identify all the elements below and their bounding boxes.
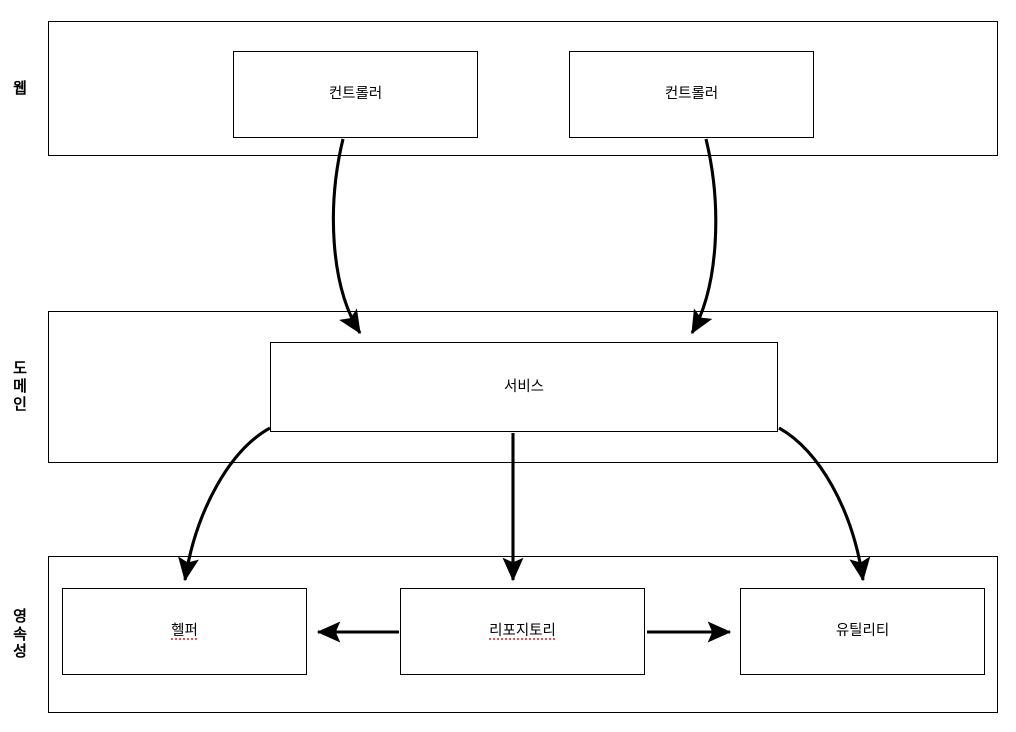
layer-container-web xyxy=(48,21,998,156)
node-helper[interactable]: 헬퍼 xyxy=(62,588,307,675)
layer-container-domain xyxy=(48,311,998,463)
edge-controller1-to-service xyxy=(331,138,362,335)
node-label-controller-1: 컨트롤러 xyxy=(328,86,383,103)
node-label-controller-2: 컨트롤러 xyxy=(664,86,719,103)
node-label-utility: 유틸리티 xyxy=(835,623,890,640)
node-service[interactable]: 서비스 xyxy=(270,342,778,432)
node-label-repository: 리포지토리 xyxy=(489,623,556,640)
layer-label-persistence: 영 속 성 xyxy=(13,607,27,661)
node-utility[interactable]: 유틸리티 xyxy=(740,588,985,675)
layer-label-domain: 도 메 인 xyxy=(13,360,27,413)
node-controller-2[interactable]: 컨트롤러 xyxy=(569,51,814,138)
node-repository[interactable]: 리포지토리 xyxy=(400,588,645,675)
layer-label-web: 웹 xyxy=(13,79,27,97)
node-controller-1[interactable]: 컨트롤러 xyxy=(233,51,478,138)
node-label-helper: 헬퍼 xyxy=(171,623,198,640)
node-label-service: 서비스 xyxy=(503,378,545,395)
layer-container-persistence xyxy=(48,556,998,713)
edge-controller2-to-service xyxy=(690,138,718,335)
